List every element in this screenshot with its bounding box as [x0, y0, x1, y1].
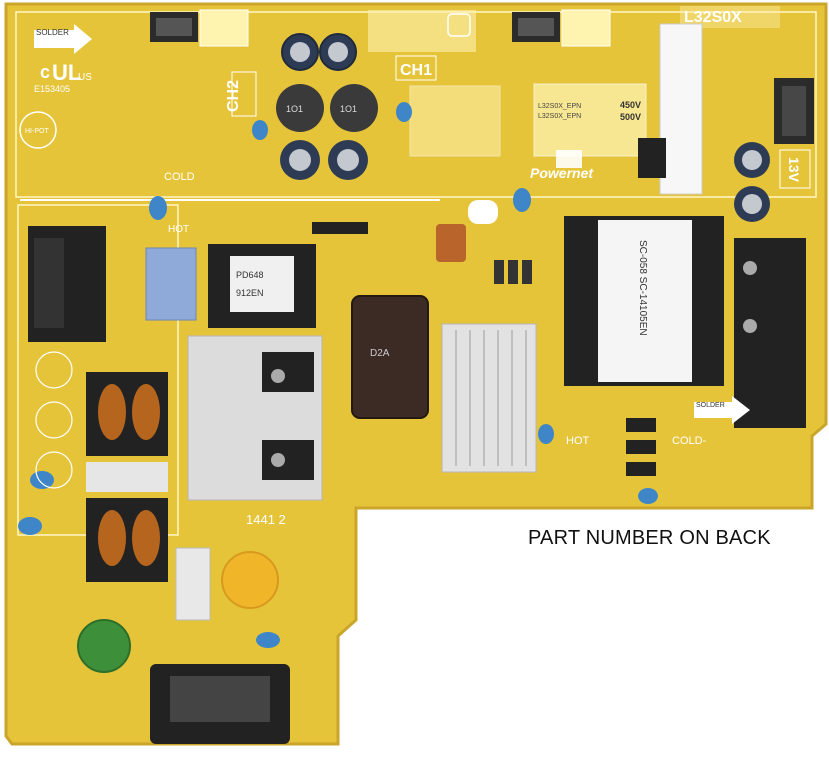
- svg-text:L32S0X_EPN: L32S0X_EPN: [538, 113, 581, 120]
- capacitor-cluster-ch: 1O1 1O1: [276, 33, 378, 180]
- svg-text:D2A: D2A: [370, 348, 390, 359]
- svg-text:912EN: 912EN: [236, 288, 264, 298]
- svg-text:PD648: PD648: [236, 270, 264, 280]
- svg-text:c: c: [40, 62, 50, 82]
- svg-text:1O1: 1O1: [340, 104, 357, 114]
- solder-arrow-top: SOLDER: [34, 24, 92, 54]
- svg-text:Powernet: Powernet: [530, 165, 594, 181]
- svg-text:E153405: E153405: [34, 84, 70, 94]
- svg-text:L32S0X_EPN: L32S0X_EPN: [538, 103, 581, 110]
- svg-text:1441 2: 1441 2: [246, 512, 286, 527]
- svg-text:COLD-: COLD-: [672, 435, 707, 447]
- svg-text:US: US: [78, 72, 92, 83]
- svg-text:SOLDER: SOLDER: [696, 402, 725, 409]
- svg-text:HOT: HOT: [168, 224, 189, 235]
- svg-text:COLD: COLD: [164, 171, 195, 183]
- part-number-caption: PART NUMBER ON BACK: [528, 527, 771, 549]
- svg-text:500V: 500V: [620, 112, 641, 122]
- solder-arrow-mid: SOLDER: [694, 396, 750, 424]
- connector-cn1803: [150, 9, 249, 47]
- svg-text:CH2: CH2: [225, 80, 242, 112]
- svg-text:450V: 450V: [620, 100, 641, 110]
- svg-text:SOLDER: SOLDER: [36, 28, 69, 37]
- svg-text:13V: 13V: [786, 157, 802, 183]
- svg-text:L32S0X: L32S0X: [684, 9, 742, 26]
- svg-text:CH1: CH1: [400, 62, 432, 79]
- bulk-capacitor: D2A: [351, 295, 429, 419]
- svg-text:SC-058 SC-14105EN: SC-058 SC-14105EN: [637, 240, 648, 336]
- svg-text:UL: UL: [52, 60, 81, 85]
- svg-text:HOT: HOT: [566, 435, 590, 447]
- svg-text:1O1: 1O1: [286, 104, 303, 114]
- connector-cn1804: [512, 9, 611, 47]
- svg-text:HI-POT: HI-POT: [25, 128, 49, 135]
